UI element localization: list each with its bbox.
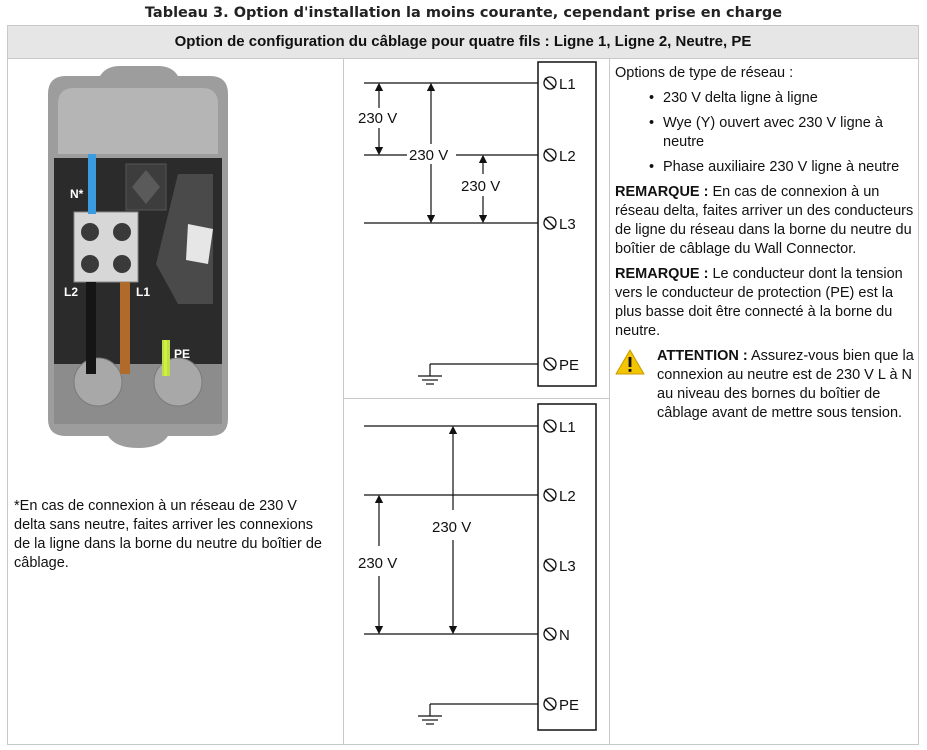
warning-icon [615,349,645,375]
terminal-slash [544,77,556,89]
terminal-slash [544,489,556,501]
voltage-l1-l2: 230 V [358,110,397,127]
remark-label: REMARQUE : [615,184,709,200]
caution-label: ATTENTION : [657,348,748,364]
remark-lowest-voltage: REMARQUE : Le conducteur dont la tension… [615,265,915,341]
caution-block: ATTENTION : Assurez-vous bien que la con… [615,347,915,423]
wiring-box-photo: N* L2 L1 PE [28,64,248,449]
terminal-slash [544,628,556,640]
terminal-label-pe: PE [559,357,579,374]
terminal-label-pe: PE [559,697,579,714]
terminal-label-l1: L1 [559,76,576,93]
footnote-delta: *En cas de connexion à un réseau de 230 … [14,498,322,571]
terminal-label-l3: L3 [559,558,576,575]
column-divider-1 [343,59,344,745]
voltage-l1-l3: 230 V [409,147,448,164]
list-item: 230 V delta ligne à ligne [649,89,915,108]
voltage-l2-l3: 230 V [461,178,500,195]
remark-text: Le conducteur dont la tension vers le co… [615,266,903,339]
caution-text: Assurez-vous bien que la connexion au ne… [657,348,914,421]
network-notes: Options de type de réseau : 230 V delta … [615,64,915,423]
terminal-label-n: N [559,627,570,644]
remark-text: En cas de connexion à un réseau delta, f… [615,184,914,257]
photo-label-l2: L2 [64,285,78,299]
column-divider-2 [609,59,610,745]
terminal-slash [544,149,556,161]
voltage-l2-n: 230 V [358,555,397,572]
list-item: Wye (Y) ouvert avec 230 V ligne à neutre [649,114,915,152]
network-types-intro: Options de type de réseau : [615,65,794,81]
terminal-label-l1: L1 [559,419,576,436]
terminal-label-l2: L2 [559,148,576,165]
terminal-slash [544,217,556,229]
table-header: Option de configuration du câblage pour … [7,25,919,59]
list-item: Phase auxiliaire 230 V ligne à neutre [649,158,915,177]
terminal-slash [544,358,556,370]
remark-label: REMARQUE : [615,266,709,282]
terminal-label-l2: L2 [559,488,576,505]
terminal-slash [544,698,556,710]
network-types-list: 230 V delta ligne à ligne Wye (Y) ouvert… [649,89,915,177]
photo-label-neutral: N* [70,187,84,201]
terminal-slash [544,420,556,432]
terminal-slash [544,559,556,571]
photo-label-l1: L1 [136,285,150,299]
remark-delta: REMARQUE : En cas de connexion à un rése… [615,183,915,259]
terminal-label-l3: L3 [559,216,576,233]
voltage-l1-n: 230 V [432,519,471,536]
photo-label-pe: PE [174,347,190,361]
table-caption: Tableau 3. Option d'installation la moin… [144,5,783,21]
row-divider-middle [343,398,609,399]
